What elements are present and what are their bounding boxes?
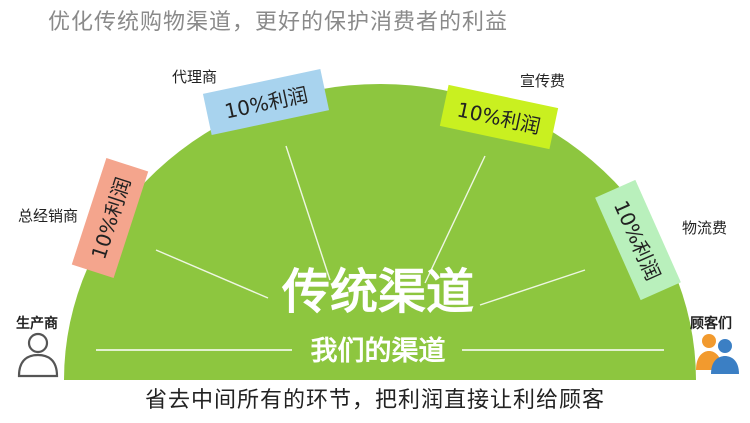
ray	[479, 269, 586, 306]
tag-advertising-name: 宣传费	[520, 72, 566, 90]
tag-advertising: 10%利润	[439, 84, 559, 150]
tag-distributor-name: 总经销商	[18, 207, 79, 225]
page-title: 优化传统购物渠道，更好的保护消费者的利益	[48, 10, 509, 35]
person-outline-icon	[17, 332, 59, 378]
rays	[155, 145, 586, 306]
customers-group-icon	[696, 334, 739, 374]
tag-logistics-name: 物流费	[682, 219, 728, 237]
semicircle-dome	[64, 84, 696, 380]
center-main-label: 传统渠道	[281, 264, 474, 320]
bottom-caption: 省去中间所有的环节，把利润直接让利给顾客	[144, 388, 605, 413]
customers-label: 顾客们	[690, 316, 732, 332]
ray	[155, 249, 269, 299]
producer-label: 生产商	[16, 316, 58, 332]
ray	[285, 145, 331, 281]
tag-agent: 10%利润	[202, 68, 330, 136]
tag-agent-name: 代理商	[172, 68, 218, 86]
center-sub-label: 我们的渠道	[311, 335, 446, 367]
ray	[424, 155, 486, 284]
